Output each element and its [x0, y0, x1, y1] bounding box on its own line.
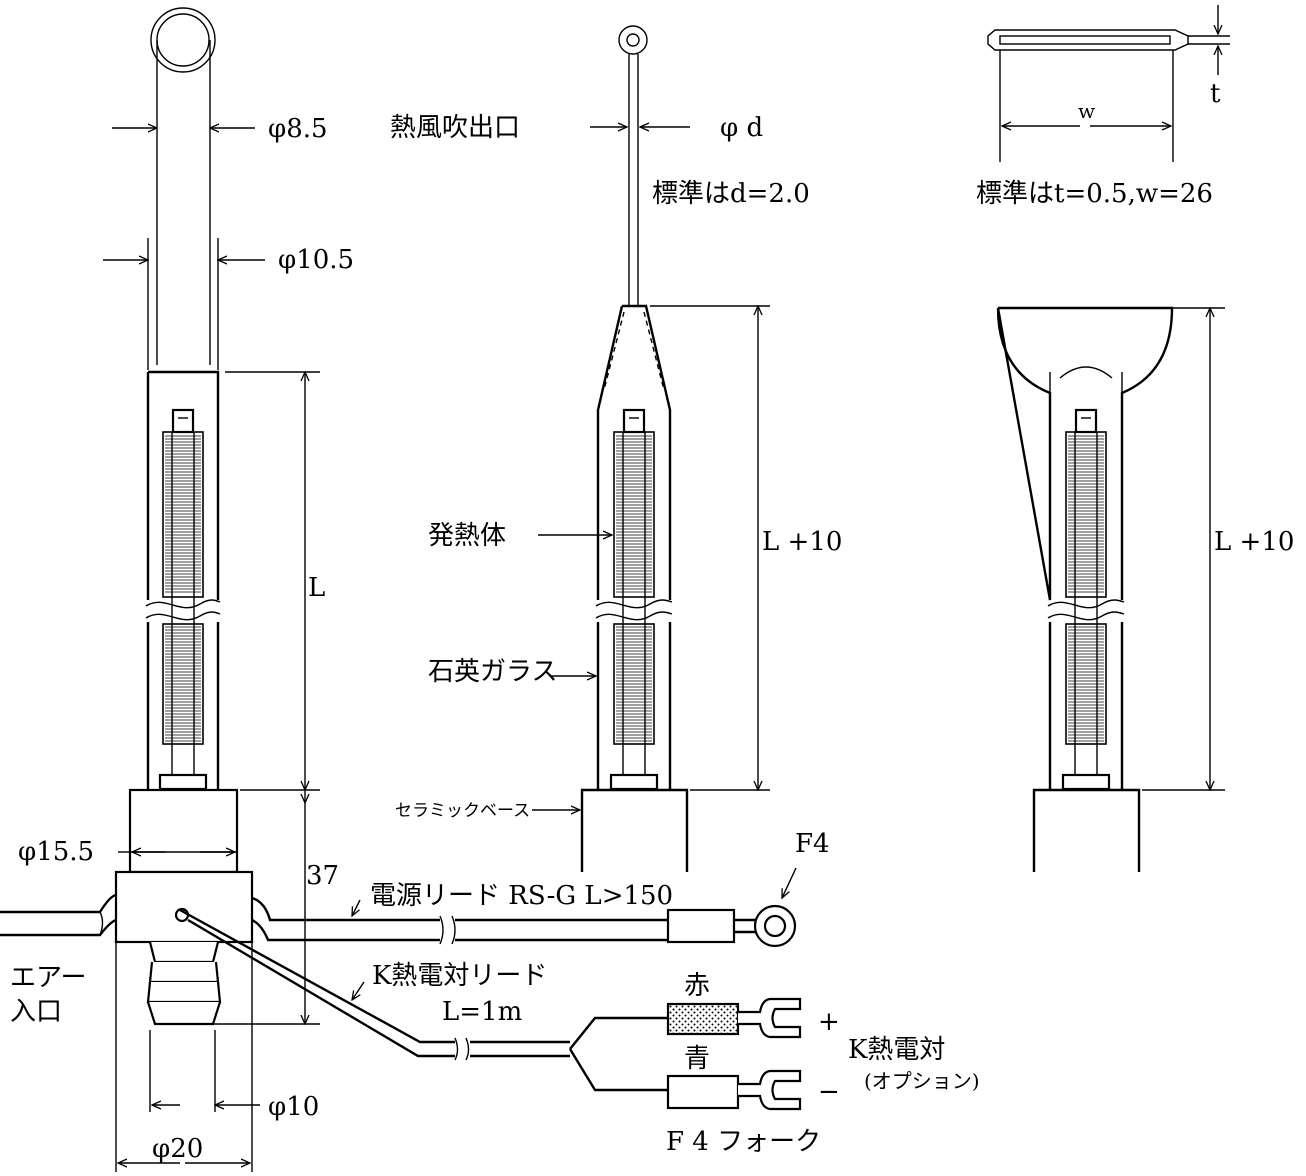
standard-tw-label: 標準はt=0.5,w=26	[976, 179, 1213, 209]
dim-w-label: w	[1078, 99, 1095, 123]
heater-label: 発熱体	[428, 521, 506, 551]
ceramic-base-label: セラミックベース	[395, 801, 530, 821]
right-view: t w 標準はt=0.5,w=26 L +10	[976, 5, 1294, 872]
red-label: 赤	[684, 971, 710, 1001]
tc-lead-label: K熱電対リード	[372, 961, 547, 991]
heater-coil	[1068, 435, 1104, 742]
blue-label: 青	[684, 1044, 710, 1074]
tc-lead-length: L=1m	[442, 997, 522, 1027]
left-view: φ8.5 φ10.5 L φ15.5	[0, 7, 980, 1172]
dia-15-5-label: φ15.5	[18, 837, 94, 867]
dia-10-label: φ10	[268, 1092, 319, 1122]
power-lead-label: 電源リード RS-G L>150	[370, 881, 673, 911]
minus-label: −	[818, 1077, 840, 1107]
hot-air-outlet-label: 熱風吹出口	[390, 113, 520, 143]
option-label: (オプション)	[864, 1069, 980, 1093]
middle-view: 熱風吹出口 φ d 標準はd=2.0 L +10 発熱体 石英ガラス セラミック…	[390, 25, 842, 872]
standard-d-label: 標準はd=2.0	[652, 179, 810, 209]
f4-label: F4	[795, 829, 830, 859]
dia-d-label: φ d	[720, 113, 763, 143]
dia-20-label: φ20	[152, 1134, 203, 1164]
dim-t-label: t	[1210, 79, 1221, 109]
dia-8-5-label: φ8.5	[268, 114, 328, 144]
f4-fork-label: F 4 フォーク	[666, 1127, 821, 1157]
air-inlet-line2: 入口	[10, 997, 62, 1027]
length-nozzle-label: L +10	[762, 527, 842, 557]
plus-label: +	[818, 1007, 840, 1037]
dia-10-5-label: φ10.5	[278, 245, 354, 275]
heater-coil	[165, 435, 201, 742]
quartz-label: 石英ガラス	[428, 657, 557, 687]
length-flat-label: L +10	[1214, 527, 1294, 557]
air-inlet-line1: エアー	[10, 963, 86, 993]
heater-coil	[616, 435, 652, 742]
base-height-label: 37	[306, 861, 339, 891]
k-thermocouple-label: K熱電対	[848, 1035, 945, 1065]
length-l-label: L	[308, 573, 325, 603]
